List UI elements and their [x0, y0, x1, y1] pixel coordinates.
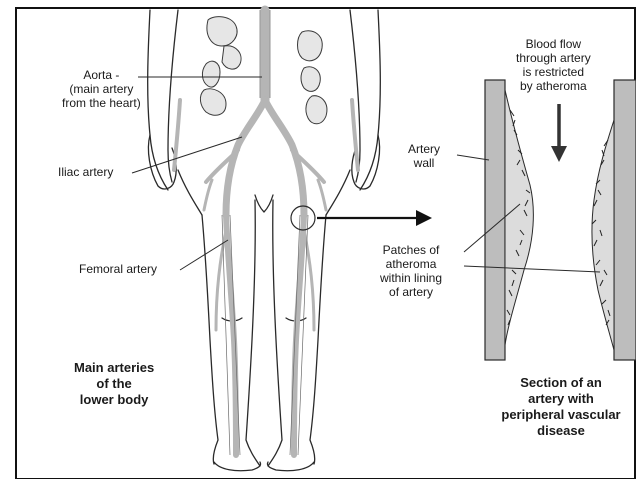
right-upper-organ — [298, 31, 323, 61]
left-lower-organ — [200, 89, 226, 116]
artery-wall-label: Artery wall — [408, 142, 440, 170]
section-caption-line-4: disease — [488, 423, 634, 439]
patches-label-line-4: of artery — [380, 285, 442, 299]
torso-left-edge — [148, 10, 168, 190]
iliac-label: Iliac artery — [58, 165, 113, 179]
right-femoral-vessel — [294, 215, 304, 455]
blood-flow-label-line-2: through artery — [516, 51, 591, 65]
blood-flow-label: Blood flow through artery is restricted … — [516, 37, 591, 93]
section-caption: Section of an artery with peripheral vas… — [488, 375, 634, 439]
main-arteries-caption-line-1: Main arteries — [74, 360, 154, 376]
crotch — [255, 195, 273, 212]
blood-flow-label-line-1: Blood flow — [516, 37, 591, 51]
left-femoral-vessel — [226, 215, 236, 455]
main-arteries-caption: Main arteries of the lower body — [74, 360, 154, 408]
left-arm-vessel — [174, 100, 180, 170]
patches-label: Patches of atheroma within lining of art… — [380, 243, 442, 299]
artery-wall-label-line-2: wall — [408, 156, 440, 170]
main-arteries-caption-line-3: lower body — [74, 392, 154, 408]
iliac-label-text: Iliac artery — [58, 165, 113, 179]
patches-label-line-2: atheroma — [380, 257, 442, 271]
patches-label-line-1: Patches of — [380, 243, 442, 257]
blood-flow-label-line-3: is restricted — [516, 65, 591, 79]
right-lower-organ — [306, 96, 327, 124]
flow-arrow-head — [551, 146, 567, 162]
left-kidney — [202, 61, 220, 87]
right-leg-inner — [268, 200, 282, 466]
left-upper-organ — [207, 17, 237, 46]
aorta-label-line-2: (main artery — [62, 82, 141, 96]
left-leg-outer — [202, 215, 218, 464]
section-caption-line-3: peripheral vascular — [488, 407, 634, 423]
left-hip — [178, 170, 202, 215]
right-leg-outer — [310, 215, 326, 464]
left-small-organ — [222, 46, 241, 69]
aorta-label: Aorta - (main artery from the heart) — [62, 68, 141, 110]
section-caption-line-1: Section of an — [488, 375, 634, 391]
artery-wall-label-line-1: Artery — [408, 142, 440, 156]
right-hip — [326, 170, 350, 215]
aorta-label-line-3: from the heart) — [62, 96, 141, 110]
main-arteries-caption-line-2: of the — [74, 376, 154, 392]
right-atheroma-patch — [592, 120, 614, 350]
torso-right-edge — [360, 10, 380, 190]
patches-label-line-3: within lining — [380, 271, 442, 285]
left-hand-vessel — [204, 180, 212, 210]
left-atheroma-patch — [505, 90, 533, 345]
left-foot — [214, 462, 261, 471]
right-foot — [267, 462, 314, 471]
magnify-arrow-head — [416, 210, 432, 226]
right-middle-organ — [301, 67, 320, 92]
blood-flow-label-line-4: by atheroma — [516, 79, 591, 93]
section-caption-line-2: artery with — [488, 391, 634, 407]
aorta-label-line-1: Aorta - — [62, 68, 141, 82]
artery-section — [485, 80, 636, 360]
femoral-label-text: Femoral artery — [79, 262, 157, 276]
patches-leader-right — [464, 266, 600, 272]
left-leg-inner — [246, 200, 260, 466]
femoral-label: Femoral artery — [79, 262, 157, 276]
wall-leader — [457, 155, 489, 160]
right-hand-vessel — [318, 180, 326, 210]
right-artery-wall — [614, 80, 636, 360]
